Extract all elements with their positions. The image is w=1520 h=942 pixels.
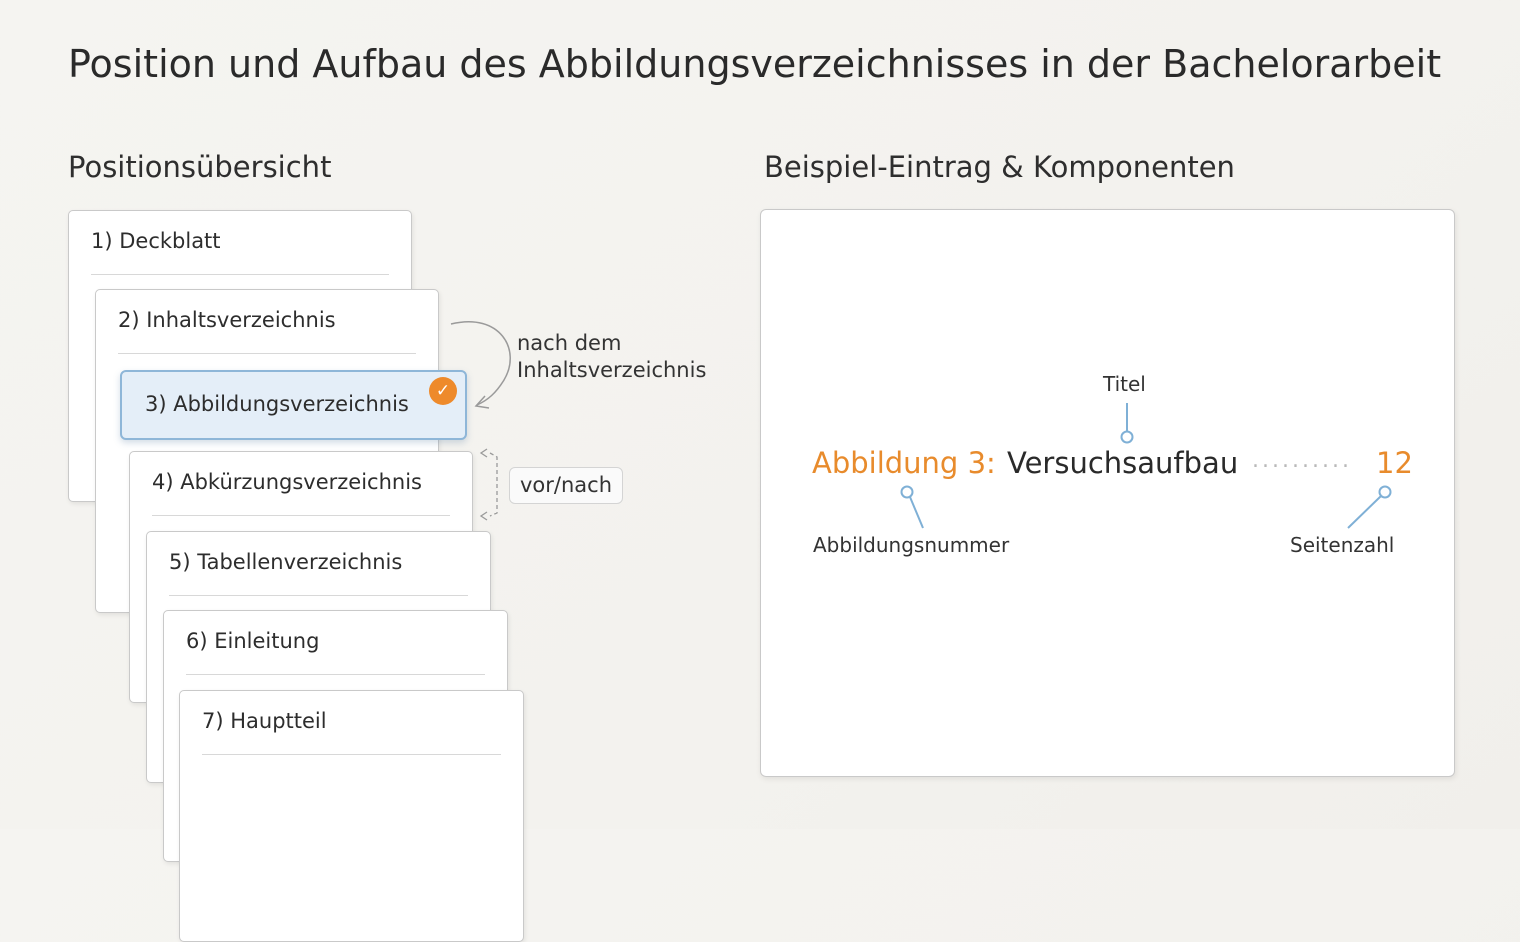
connector-overlay: [900, 403, 1392, 529]
number-connector: [900, 485, 924, 529]
entry-number: Abbildung 3:: [812, 446, 996, 480]
note-line-1: nach dem: [517, 331, 622, 355]
figure-title: Versuchsaufbau: [1007, 446, 1239, 480]
page-label-hauptteil: 7) Hauptteil: [202, 709, 327, 733]
page-label-inhaltsverzeichnis: 2) Inhaltsverzeichnis: [118, 308, 336, 332]
check-badge-icon: ✓: [429, 377, 457, 405]
dot-leader: ..........: [1252, 448, 1352, 473]
divider: [91, 274, 389, 275]
title-connector: [1120, 403, 1134, 444]
divider: [152, 515, 450, 516]
example-heading: Beispiel-Eintrag & Komponenten: [764, 150, 1235, 184]
title-callout: Titel: [1103, 372, 1146, 396]
vor-nach-tag: vor/nach: [509, 467, 623, 504]
page-connector: [1347, 485, 1392, 529]
number-callout: Abbildungsnummer: [813, 533, 1010, 557]
divider: [118, 353, 416, 354]
page-card-abbildungsverzeichnis: 3) Abbildungsverzeichnis: [120, 370, 467, 440]
page-label-abkuerzungsverzeichnis: 4) Abkürzungsverzeichnis: [152, 470, 422, 494]
page-label-deckblatt: 1) Deckblatt: [91, 229, 221, 253]
positions-heading: Positionsübersicht: [68, 150, 332, 184]
annotation-overlay: [450, 321, 511, 521]
page-callout: Seitenzahl: [1290, 533, 1395, 557]
figure-number: Abbildung 3:: [812, 446, 996, 480]
curved-arrow-icon: [450, 321, 511, 409]
page-number: 12: [1376, 446, 1413, 480]
dashed-bracket-arrow-icon: [479, 448, 498, 521]
page-label-abbildungsverzeichnis: 3) Abbildungsverzeichnis: [145, 392, 409, 416]
divider: [186, 674, 485, 675]
divider: [169, 595, 468, 596]
note-line-2: Inhaltsverzeichnis: [517, 358, 707, 382]
position-note: nach dem Inhaltsverzeichnis: [517, 330, 706, 384]
page-title: Position und Aufbau des Abbildungsverzei…: [68, 42, 1442, 86]
page-label-tabellenverzeichnis: 5) Tabellenverzeichnis: [169, 550, 403, 574]
divider: [202, 754, 501, 755]
example-entry-card: [760, 209, 1455, 777]
page-label-einleitung: 6) Einleitung: [186, 629, 320, 653]
